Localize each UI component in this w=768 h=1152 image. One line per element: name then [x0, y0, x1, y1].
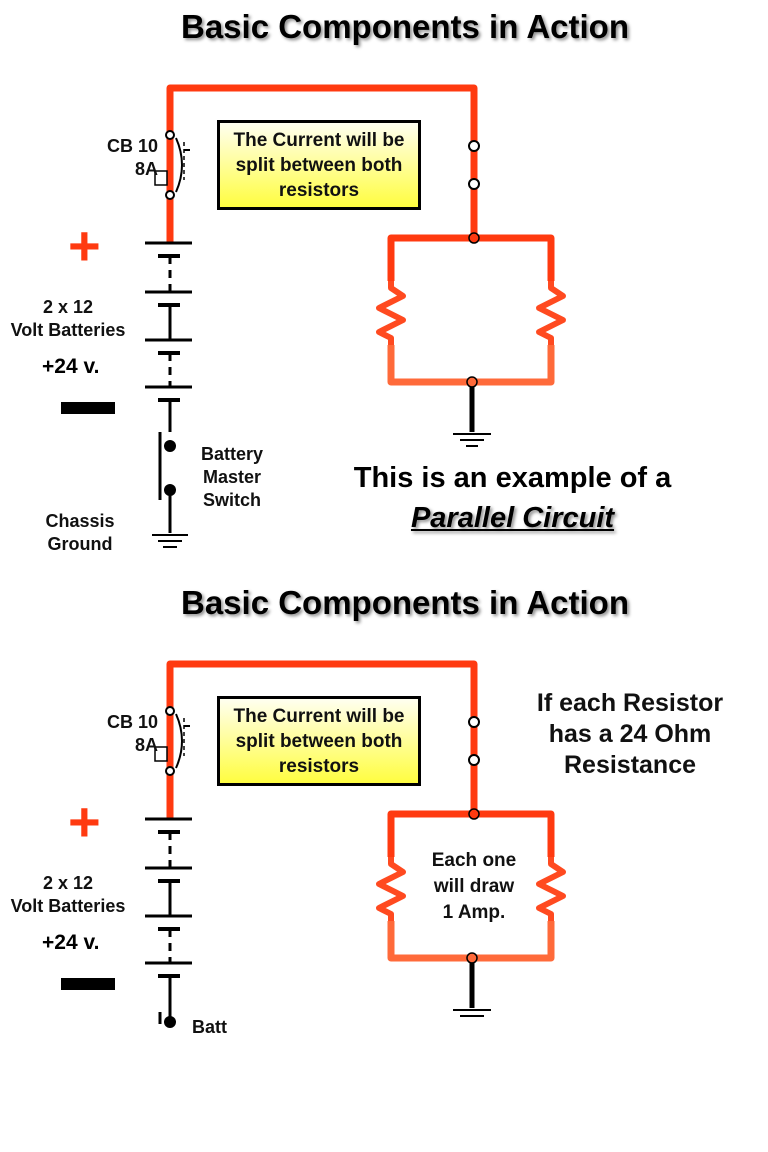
- negative-sign: [61, 978, 115, 990]
- circuit-type: Parallel Circuit: [410, 502, 615, 534]
- voltage-label: +24 v.: [42, 355, 100, 378]
- circuit-diagram: [61, 84, 566, 548]
- batteries-label-line: Volt Batteries: [10, 896, 126, 916]
- breaker-label: CB 10 8A: [90, 135, 158, 181]
- resistance-note: If each Resistor has a 24 Ohm Resistance: [520, 688, 740, 781]
- breaker-rating: 8A: [134, 159, 158, 179]
- batteries-label-line: 2 x 12: [42, 297, 94, 317]
- batteries-label: 2 x 12 Volt Batteries: [0, 872, 136, 918]
- circuit-diagram: [61, 660, 566, 1028]
- battery-icon: [145, 817, 192, 978]
- master-switch-icon: [158, 1012, 176, 1028]
- plus-sign: +: [68, 214, 101, 277]
- switch-label-line: Switch: [202, 490, 261, 510]
- ground-icon: [453, 1009, 491, 1017]
- terminal-dot: [468, 140, 480, 152]
- amperage-line: 1 Amp.: [442, 902, 506, 923]
- hot-wire: [166, 660, 478, 819]
- ground-label-line: Chassis: [45, 511, 115, 531]
- slide-1: Basic Components in Action CB 10 8A + 2 …: [0, 8, 725, 556]
- ground-icon: [453, 433, 491, 447]
- switch-label: Batt: [192, 1017, 227, 1037]
- resistor-right: [536, 281, 566, 345]
- switch-label-line: Master: [202, 467, 262, 487]
- junction-dot: [468, 232, 480, 244]
- note-line: If each Resistor: [536, 689, 724, 717]
- breaker-label: CB 10 8A: [90, 711, 158, 757]
- battery-icon: [145, 241, 192, 402]
- breaker-name: CB 10: [106, 712, 158, 732]
- junction-dot: [466, 952, 478, 964]
- plus-sign: +: [68, 790, 101, 853]
- example-line: This is an example of a: [353, 462, 672, 494]
- resistor-left: [376, 281, 406, 345]
- junction-dot: [466, 376, 478, 388]
- switch-label: Battery Master Switch: [192, 443, 272, 512]
- batteries-label-line: 2 x 12: [42, 873, 94, 893]
- amperage-line: will draw: [433, 876, 515, 897]
- slide-2: Basic Components in Action CB 10 8A + 2 …: [0, 576, 768, 1152]
- ground-label-line: Ground: [47, 534, 113, 554]
- terminal-dot: [468, 178, 480, 190]
- note-line: Resistance: [563, 751, 697, 779]
- hot-wire: [166, 84, 478, 243]
- breaker-rating: 8A: [134, 735, 158, 755]
- ground-label: Chassis Ground: [30, 510, 130, 556]
- page-title: Basic Components in Action: [181, 584, 629, 621]
- amperage-note: Each one will draw 1 Amp.: [408, 848, 540, 926]
- breaker-name: CB 10: [106, 136, 158, 156]
- negative-sign: [61, 402, 115, 414]
- master-switch-icon: [158, 432, 176, 500]
- amperage-line: Each one: [431, 850, 517, 871]
- current-callout: The Current will be split between both r…: [217, 120, 421, 210]
- batteries-label: 2 x 12 Volt Batteries: [0, 296, 136, 342]
- switch-label-line: Battery: [200, 444, 264, 464]
- current-callout: The Current will be split between both r…: [217, 696, 421, 786]
- terminal-dot: [468, 754, 480, 766]
- circuit-breaker-icon: [154, 130, 190, 200]
- top-bus: [387, 234, 555, 281]
- voltage-label: +24 v.: [42, 931, 100, 954]
- note-line: has a 24 Ohm: [548, 720, 712, 748]
- terminal-dot: [468, 716, 480, 728]
- resistor-left: [376, 857, 406, 921]
- resistor-right: [536, 857, 566, 921]
- page-title: Basic Components in Action: [181, 8, 629, 45]
- chassis-ground-icon: [152, 534, 188, 548]
- batteries-label-line: Volt Batteries: [10, 320, 126, 340]
- junction-dot: [468, 808, 480, 820]
- circuit-breaker-icon: [154, 706, 190, 776]
- example-caption: This is an example of a Parallel Circuit: [300, 458, 725, 538]
